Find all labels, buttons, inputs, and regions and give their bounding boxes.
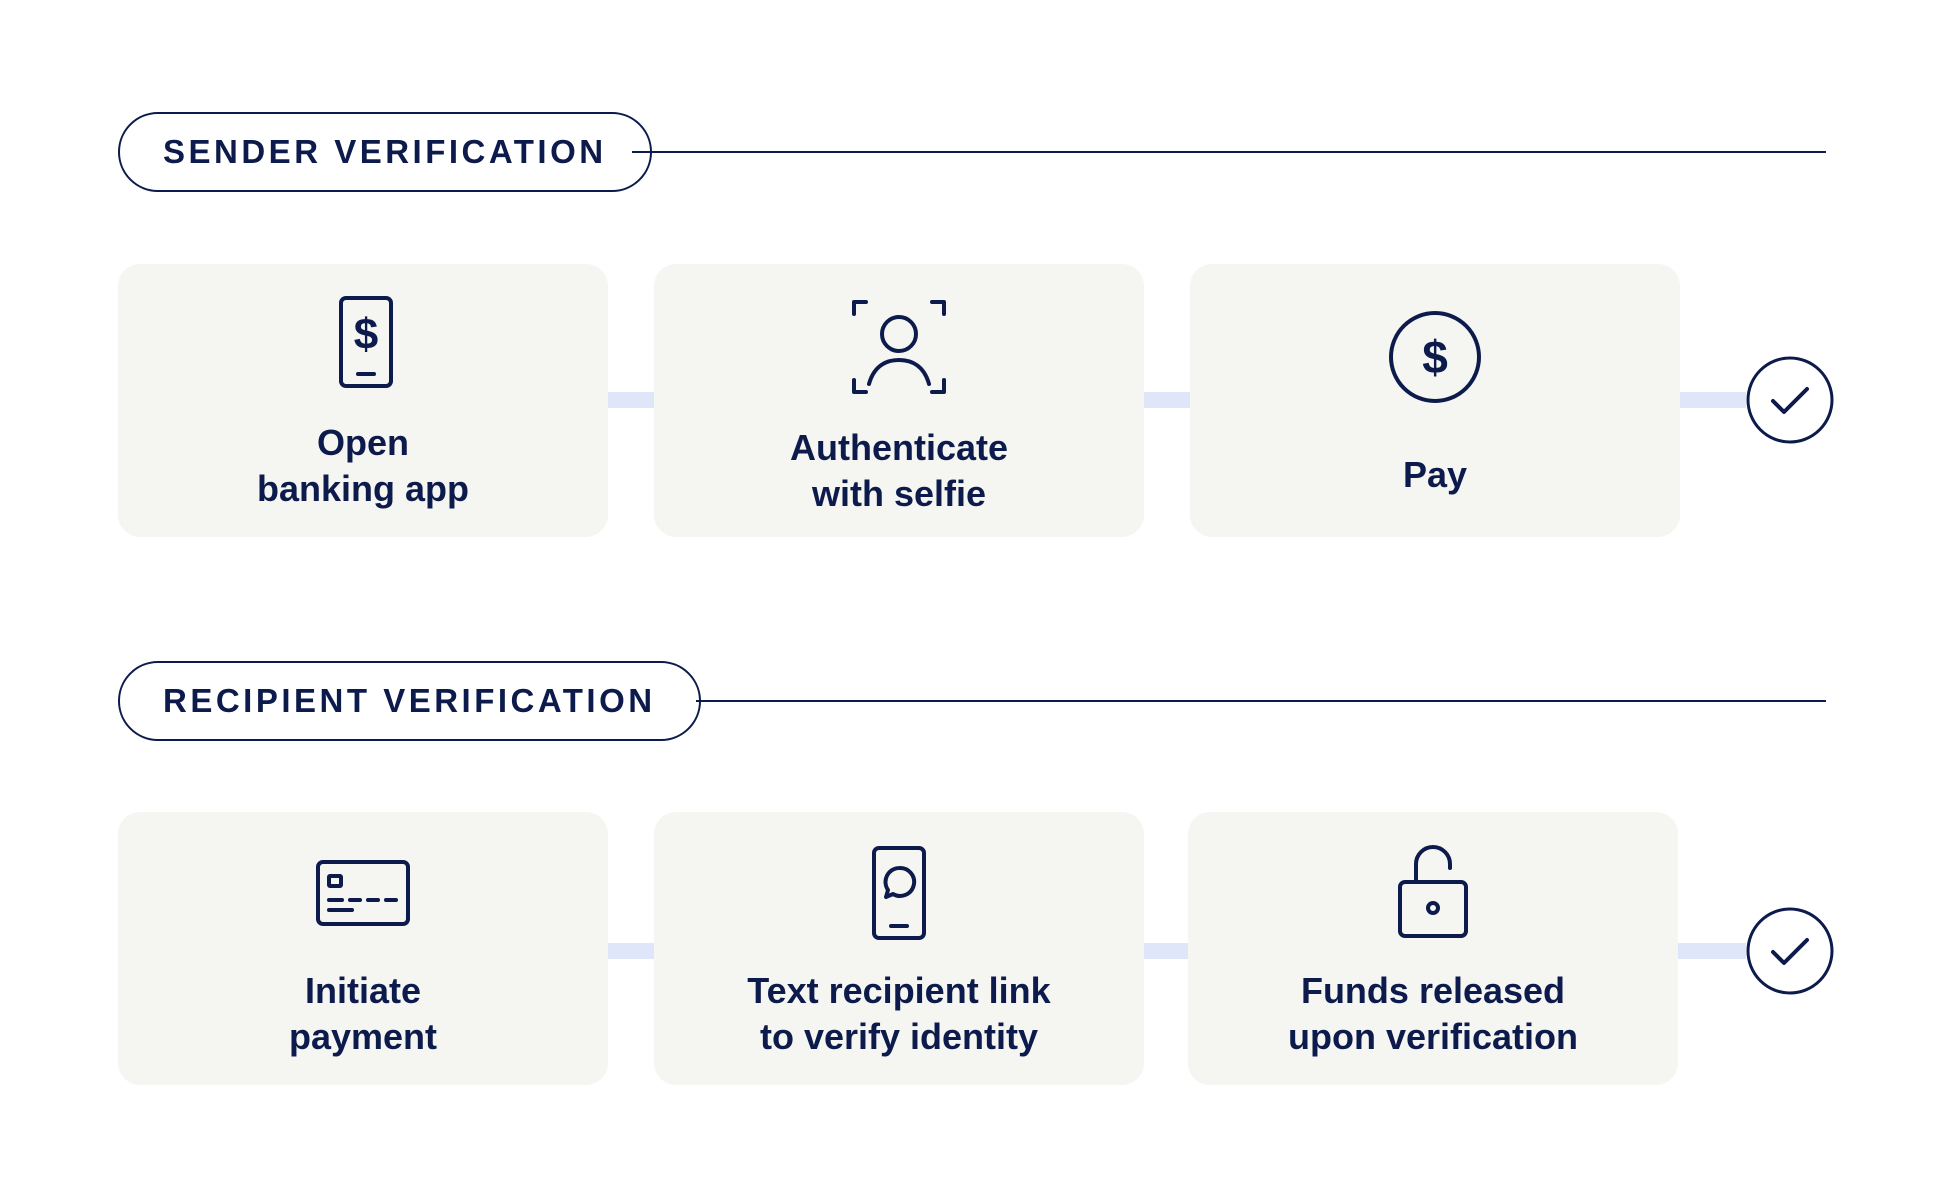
recipient-header-rule bbox=[696, 700, 1826, 702]
phone-dollar-icon: $ bbox=[339, 296, 393, 388]
svg-text:$: $ bbox=[354, 310, 378, 359]
recipient-step-text-link: Text recipient link to verify identity bbox=[654, 812, 1144, 1085]
sender-connector-3 bbox=[1678, 392, 1746, 408]
sender-header-rule bbox=[632, 151, 1826, 153]
recipient-header: RECIPIENT VERIFICATION bbox=[118, 659, 701, 743]
phone-message-icon bbox=[872, 846, 926, 940]
sender-connector-1 bbox=[606, 392, 654, 408]
dollar-coin-icon: $ bbox=[1389, 311, 1481, 403]
sender-title-pill: SENDER VERIFICATION bbox=[118, 112, 652, 192]
unlocked-padlock-icon bbox=[1398, 845, 1468, 938]
face-scan-icon bbox=[852, 300, 946, 394]
sender-step-pay: $ Pay bbox=[1190, 264, 1680, 537]
svg-text:$: $ bbox=[1422, 331, 1448, 383]
recipient-connector-1 bbox=[606, 943, 654, 959]
credit-card-icon bbox=[316, 860, 410, 926]
recipient-connector-3 bbox=[1676, 943, 1746, 959]
recipient-title-pill: RECIPIENT VERIFICATION bbox=[118, 661, 701, 741]
sender-section: SENDER VERIFICATION $ Open banking app A… bbox=[0, 110, 1947, 540]
sender-header: SENDER VERIFICATION bbox=[118, 110, 652, 194]
sender-connector-2 bbox=[1142, 392, 1190, 408]
recipient-step-label: Text recipient link to verify identity bbox=[747, 970, 1051, 1057]
sender-step-label: Open banking app bbox=[256, 422, 469, 509]
recipient-step-label: Funds released upon verification bbox=[1287, 970, 1579, 1057]
recipient-step-initiate: Initiate payment bbox=[118, 812, 608, 1085]
sender-step-selfie: Authenticate with selfie bbox=[654, 264, 1144, 537]
check-circle-icon bbox=[1746, 907, 1834, 995]
recipient-connector-2 bbox=[1140, 943, 1188, 959]
check-circle-icon bbox=[1746, 356, 1834, 444]
recipient-step-label: Initiate payment bbox=[288, 970, 438, 1057]
sender-step-label: Pay bbox=[1402, 454, 1468, 495]
recipient-step-funds-released: Funds released upon verification bbox=[1188, 812, 1678, 1085]
sender-step-open-app: $ Open banking app bbox=[118, 264, 608, 537]
recipient-section: RECIPIENT VERIFICATION Initiate payment bbox=[0, 659, 1947, 1089]
sender-step-label: Authenticate with selfie bbox=[789, 427, 1009, 514]
